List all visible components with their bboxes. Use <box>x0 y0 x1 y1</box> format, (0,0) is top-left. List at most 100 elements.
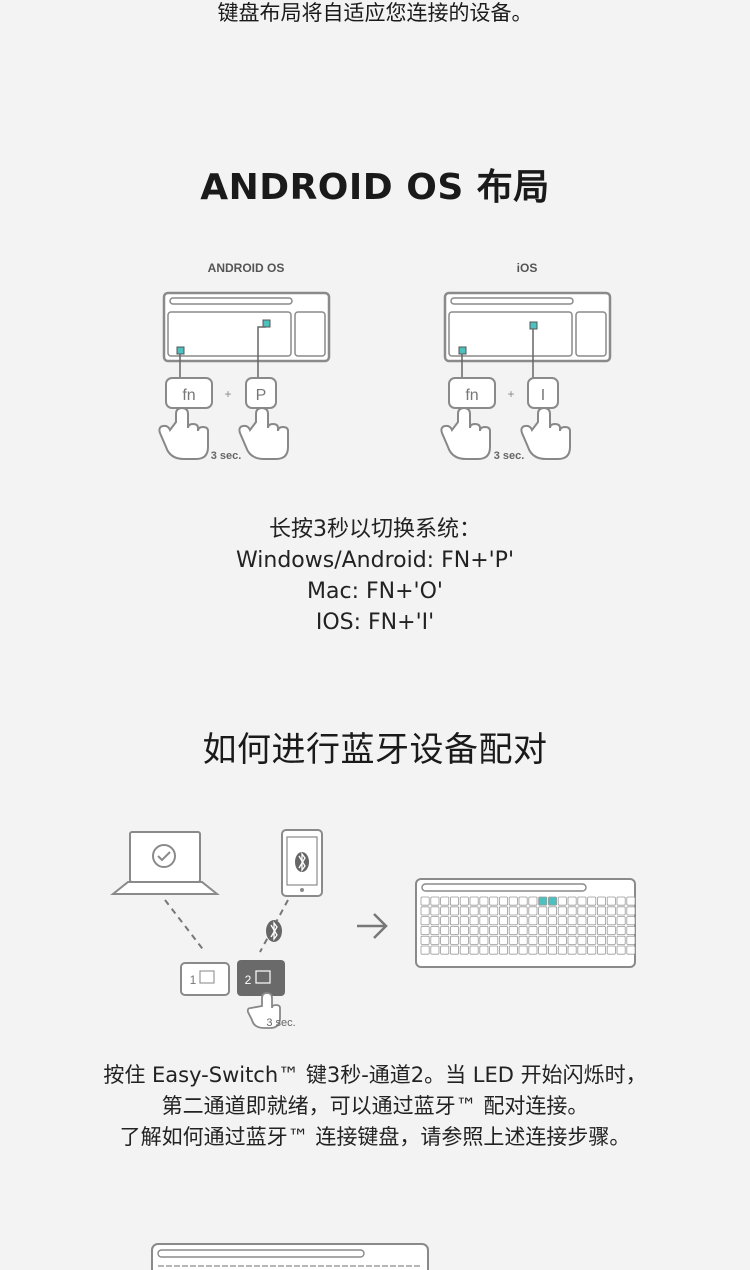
keyboard-key <box>489 935 499 945</box>
android-layout-title: ANDROID OS 布局 <box>200 167 550 208</box>
keyboard-key <box>597 926 607 936</box>
keyboard-key <box>489 926 499 936</box>
keyboard-key <box>587 926 597 936</box>
keyboard-key <box>577 896 587 906</box>
keyboard-key <box>557 926 567 936</box>
keyboard-key <box>577 926 587 936</box>
ios-led-i <box>529 321 538 330</box>
keyboard-key <box>606 945 616 955</box>
keyboard-key <box>538 916 548 926</box>
keyboard-key <box>577 935 587 945</box>
keyboard-key <box>430 935 440 945</box>
hand-icon <box>440 406 491 460</box>
keyboard-key <box>440 906 450 916</box>
keyboard-key <box>498 896 508 906</box>
keyboard-key <box>430 896 440 906</box>
keyboard-key <box>587 935 597 945</box>
keyboard-key <box>577 945 587 955</box>
keyboard-key <box>528 896 538 906</box>
keyboard-key <box>508 916 518 926</box>
keyboard-key <box>616 926 626 936</box>
keyboard-key <box>606 906 616 916</box>
keyboard-key <box>489 896 499 906</box>
keyboard-key <box>567 935 577 945</box>
android-plus: + <box>224 387 231 401</box>
instruction-line: Windows/Android: FN+'P' <box>236 548 514 573</box>
keyboard-key <box>420 935 430 945</box>
keyboard-key <box>626 896 636 906</box>
keyboard-key <box>587 945 597 955</box>
keyboard-illustration <box>415 878 636 968</box>
keyboard-key <box>420 945 430 955</box>
android-duration: 3 sec. <box>211 450 242 462</box>
keyboard-key <box>528 945 538 955</box>
keyboard-key <box>459 926 469 936</box>
arrow-right-icon <box>357 913 388 939</box>
keyboard-key <box>587 906 597 916</box>
keyboard-key <box>626 926 636 936</box>
keyboard-key <box>616 906 626 916</box>
instruction-line: 长按3秒以切换系统： <box>269 517 481 542</box>
keyboard-key <box>528 926 538 936</box>
keyboard-key <box>606 935 616 945</box>
keyboard-key <box>597 916 607 926</box>
keyboard-key <box>606 916 616 926</box>
keyboard-key <box>557 935 567 945</box>
bluetooth-pairing-title: 如何进行蓝牙设备配对 <box>202 730 548 770</box>
keyboard-key <box>567 945 577 955</box>
intro-text: 键盘布局将自适应您连接的设备。 <box>217 1 533 25</box>
ios-diagram: iOS fn + I 3 sec. <box>440 261 612 462</box>
keyboard-key <box>597 945 607 955</box>
keyboard-key <box>518 926 528 936</box>
keyboard-key <box>459 935 469 945</box>
keyboard-key <box>557 945 567 955</box>
keyboard-key <box>449 926 459 936</box>
hand-icon <box>246 992 281 1029</box>
check-icon <box>152 844 176 868</box>
laptop-icon <box>110 831 220 895</box>
keyboard-key <box>626 945 636 955</box>
android-led-p <box>262 319 271 328</box>
keyboard-key <box>548 945 558 955</box>
keyboard-key <box>479 906 489 916</box>
keyboard-key <box>606 896 616 906</box>
keyboard-key <box>430 926 440 936</box>
keyboard-key <box>440 945 450 955</box>
keyboard-key <box>459 945 469 955</box>
keyboard-key <box>469 906 479 916</box>
keyboard-key <box>489 945 499 955</box>
keyboard-key <box>548 926 558 936</box>
keyboard-key <box>449 896 459 906</box>
instruction-line: IOS: FN+'I' <box>315 610 435 635</box>
hand-icon <box>238 406 289 460</box>
keyboard-key <box>626 935 636 945</box>
keyboard-key <box>479 945 489 955</box>
keyboard-key <box>420 916 430 926</box>
keyboard-key <box>538 935 548 945</box>
keyboard-key <box>548 916 558 926</box>
keyboard-key <box>538 896 548 906</box>
keyboard-key <box>508 935 518 945</box>
channel-2-label: 2 <box>245 973 252 987</box>
keyboard-key <box>616 945 626 955</box>
keyboard-key <box>479 935 489 945</box>
keyboard-key <box>548 896 558 906</box>
keyboard-key <box>498 926 508 936</box>
instruction-line: 按住 Easy-Switch™ 键3秒-通道2。当 LED 开始闪烁时， <box>103 1063 647 1087</box>
os-switch-instructions: 长按3秒以切换系统： Windows/Android: FN+'P' Mac: … <box>0 514 750 638</box>
keyboard-illustration-partial <box>151 1243 429 1270</box>
keyboard-key <box>626 916 636 926</box>
keyboard-key <box>498 945 508 955</box>
keyboard-key <box>469 926 479 936</box>
keyboard-key <box>420 926 430 936</box>
keyboard-key <box>469 945 479 955</box>
keyboard-key <box>449 935 459 945</box>
keyboard-key <box>469 896 479 906</box>
instruction-line: 了解如何通过蓝牙™ 连接键盘，请参照上述连接步骤。 <box>119 1125 631 1149</box>
channel-2-button <box>237 960 285 996</box>
keyboard-key <box>616 896 626 906</box>
keyboard-key <box>587 896 597 906</box>
keyboard-key <box>508 896 518 906</box>
keyboard-key <box>518 945 528 955</box>
keyboard-key <box>508 945 518 955</box>
